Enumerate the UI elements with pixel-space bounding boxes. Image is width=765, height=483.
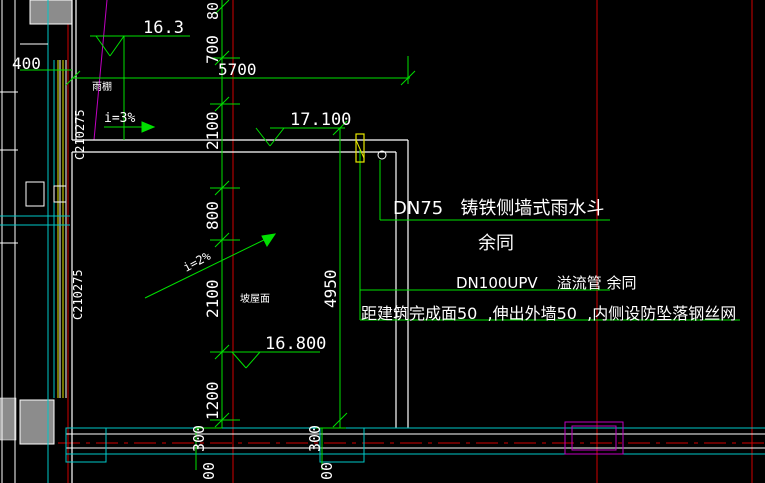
dim-1200: 1200 <box>203 381 222 420</box>
rain-outlet-symbol <box>355 133 387 163</box>
dim-17100: 17.100 <box>290 110 351 130</box>
dim-00-b: 00 <box>318 462 336 480</box>
overflow-note: 距建筑完成面50 ,伸出外墙50 ,内侧设防坠落钢丝网 <box>361 304 736 323</box>
dimension-lines <box>20 0 740 470</box>
dim-700: 700 <box>203 35 222 64</box>
dim-400: 400 <box>12 54 41 73</box>
dim-16800: 16.800 <box>265 334 326 354</box>
dim-80: 80 <box>204 2 222 20</box>
dim-4950: 4950 <box>321 269 340 308</box>
magenta-line <box>93 0 108 141</box>
dim-2100-low: 2100 <box>203 279 222 318</box>
slope-label-top: i=3% <box>104 111 135 126</box>
dim-00-a: 00 <box>200 462 218 480</box>
downpipe-spec: DN75 铸铁侧墙式雨水斗 <box>393 198 604 219</box>
slope-label-roof: i=2% <box>181 248 214 274</box>
window-tag-upper: C210275 <box>73 109 87 160</box>
window-tag-lower: C210275 <box>71 269 85 320</box>
axis-lines <box>58 0 765 483</box>
roof-label: 坡屋面 <box>240 292 270 305</box>
dim-2100-top: 2100 <box>203 111 222 150</box>
dim-16-3: 16.3 <box>143 18 184 38</box>
dim-800: 800 <box>203 201 222 230</box>
canopy-label: 雨棚 <box>92 80 112 93</box>
bottom-beam <box>65 421 765 463</box>
roof-outline <box>71 0 409 483</box>
dim-300-a: 300 <box>190 425 208 452</box>
same-as-rest-note: 余同 <box>478 233 514 254</box>
dim-5700: 5700 <box>218 60 257 79</box>
overflow-pipe-spec: DN100UPV 溢流管 余同 <box>456 274 637 292</box>
left-wall <box>0 0 73 483</box>
dim-300-b: 300 <box>306 425 324 452</box>
